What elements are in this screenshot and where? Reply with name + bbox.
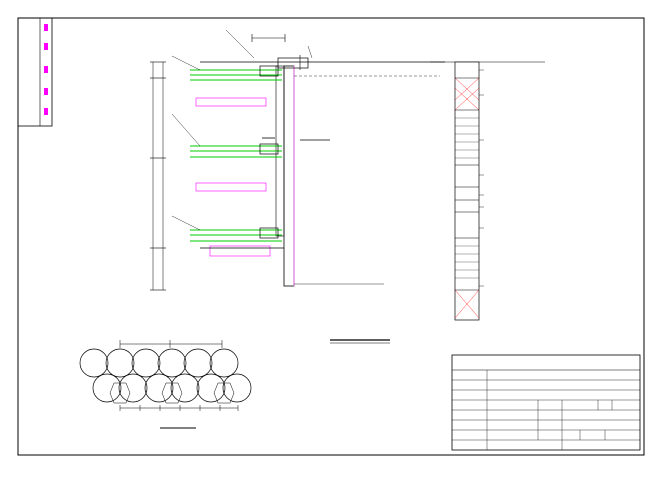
binding-marks	[44, 24, 48, 115]
pile-wall	[283, 65, 295, 287]
crown-beam	[277, 57, 309, 69]
title-block	[451, 354, 641, 451]
plan-a-a	[79, 340, 252, 429]
section-1-1	[150, 29, 445, 344]
binding-strip	[17, 17, 53, 127]
soil-column	[430, 61, 545, 321]
anchor-rows	[190, 69, 282, 242]
drawing-frame	[17, 17, 645, 456]
